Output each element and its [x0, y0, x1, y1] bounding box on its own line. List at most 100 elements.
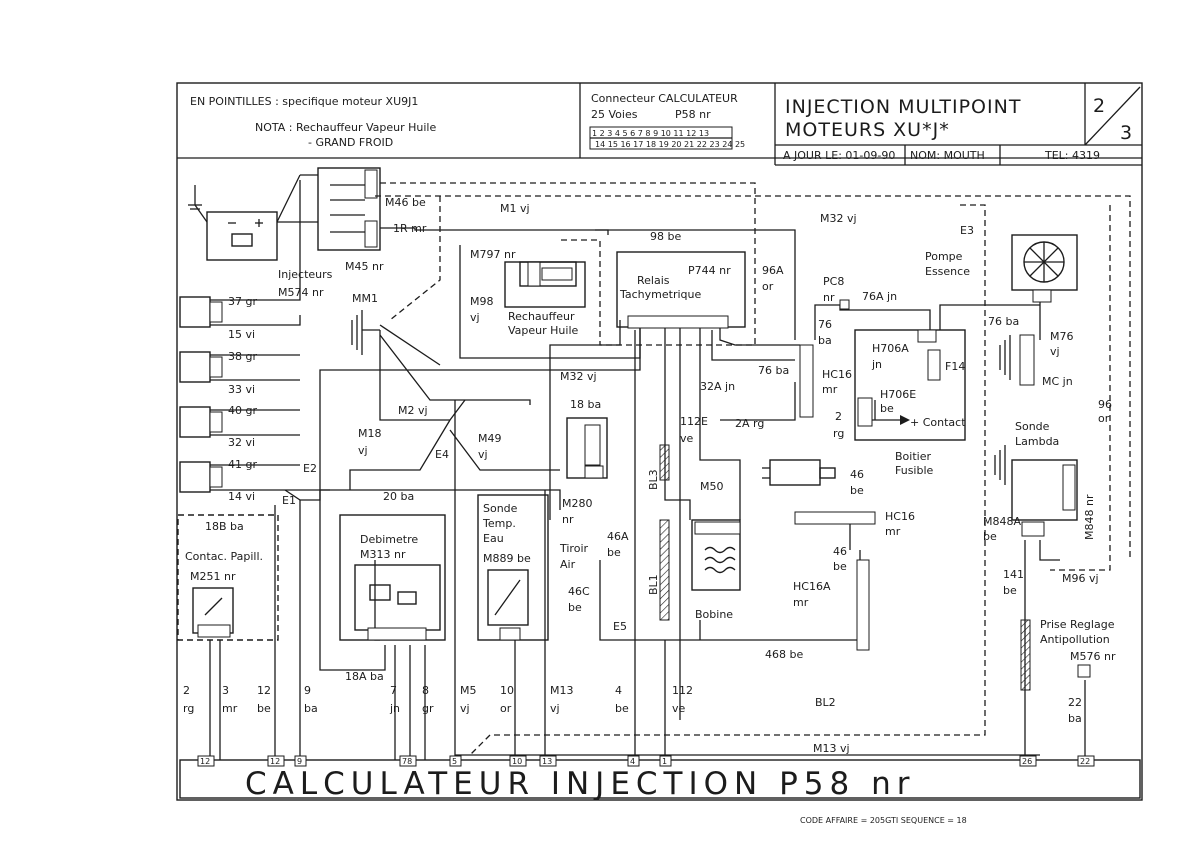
label-relais: Relais	[637, 274, 670, 287]
label-h706a-color: jn	[871, 358, 882, 371]
label-m32-mid: M32 vj	[560, 370, 597, 383]
label-rechauffeur-1: Rechauffeur	[508, 310, 575, 323]
label-96a: 96A	[762, 264, 784, 277]
label-h706a: H706A	[872, 342, 909, 355]
bottom-wire-color: jn	[389, 702, 400, 715]
label-m889: M889 be	[483, 552, 531, 565]
label-debimetre: Debimetre	[360, 533, 418, 546]
label-m49: M49	[478, 432, 502, 445]
connector-row-2: 14 15 16 17 18 19 20 21 22 23 24 25	[595, 140, 745, 149]
label-46a-color: be	[607, 546, 621, 559]
label-76-ba: 76 ba	[758, 364, 789, 377]
label-injecteurs: Injecteurs	[278, 268, 333, 281]
label-m49-color: vj	[478, 448, 488, 461]
ecu-pin-label: 4	[630, 757, 635, 766]
label-boitier: Boitier	[895, 450, 931, 463]
label-sonde-temp-2: Temp.	[482, 517, 516, 530]
label-e5: E5	[613, 620, 627, 633]
bottom-wire-number: 7	[390, 684, 397, 697]
connector-title: Connecteur CALCULATEUR	[591, 92, 738, 105]
code-affaire: CODE AFFAIRE = 205GTI SEQUENCE = 18	[800, 816, 967, 825]
label-f14: F14	[945, 360, 965, 373]
label-2: 2	[835, 410, 842, 423]
ecu-pin-label: 12	[200, 757, 210, 766]
bottom-wire-color: rg	[183, 702, 194, 715]
label-m50: M50	[700, 480, 724, 493]
ecu-pin-label: 12	[270, 757, 280, 766]
label-m18: M18	[358, 427, 382, 440]
injector-1	[179, 296, 223, 328]
label-sonde-lambda-1: Sonde	[1015, 420, 1050, 433]
label-m280: M280	[562, 497, 593, 510]
label-m280-color: nr	[562, 513, 574, 526]
label-76-ba-pump: 76 ba	[988, 315, 1019, 328]
ecu-pin	[659, 755, 672, 767]
note-line-2: NOTA : Rechauffeur Vapeur Huile	[255, 121, 436, 134]
revision-date: A JOUR LE: 01-09-90	[783, 149, 895, 162]
ecu-pin-label: 26	[1022, 757, 1032, 766]
label-18a: 18A ba	[345, 670, 384, 683]
label-m46: M46 be	[385, 196, 426, 209]
label-e3: E3	[960, 224, 974, 237]
bottom-wire-number: 12	[257, 684, 271, 697]
label-112e-color: ve	[680, 432, 694, 445]
bottom-wire-number: M5	[460, 684, 477, 697]
bottom-wire-color: ba	[304, 702, 318, 715]
label-hc16-color: mr	[822, 383, 838, 396]
label-m576: M576 nr	[1070, 650, 1116, 663]
label-pompe: Pompe	[925, 250, 963, 263]
bottom-wire-number: 4	[615, 684, 622, 697]
label-w41: 41 gr	[228, 458, 257, 471]
page-number: 2	[1093, 95, 1106, 117]
label-sonde-temp-1: Sonde	[483, 502, 518, 515]
shielding-bl1	[659, 519, 670, 621]
label-rechauffeur-2: Vapeur Huile	[508, 324, 579, 337]
connector-row-1: 1 2 3 4 5 6 7 8 9 10 11 12 13	[592, 129, 709, 138]
label-w40: 40 gr	[228, 404, 257, 417]
label-22-color: ba	[1068, 712, 1082, 725]
label-m45: M45 nr	[345, 260, 384, 273]
bottom-wire-number: 2	[183, 684, 190, 697]
label-mm1: MM1	[352, 292, 378, 305]
label-hc16a-color: mr	[793, 596, 809, 609]
label-m848a: M848A	[983, 515, 1021, 528]
idle-actuator-icon	[762, 459, 836, 486]
label-w32: 32 vi	[228, 436, 255, 449]
label-tiroir: Tiroir	[559, 542, 589, 555]
ecu-pin	[539, 755, 557, 767]
label-112e: 112E	[680, 415, 708, 428]
label-96: 96	[1098, 398, 1112, 411]
label-w14: 14 vi	[228, 490, 255, 503]
connector-ref: P58 nr	[675, 108, 711, 121]
ecu-pin-label: 5	[452, 757, 457, 766]
bottom-wire-number: 9	[304, 684, 311, 697]
ecu-pin	[399, 755, 417, 767]
label-46-b-color: be	[833, 560, 847, 573]
shielding-antipollution	[1020, 619, 1031, 691]
bottom-wire-number: 112	[672, 684, 693, 697]
label-m313: M313 nr	[360, 548, 406, 561]
bottom-wire-color: be	[257, 702, 271, 715]
sheet-frame	[176, 82, 1143, 801]
label-m848: M848 nr	[1083, 494, 1096, 540]
ecu-pin-label: 1	[662, 757, 667, 766]
label-e2: E2	[303, 462, 317, 475]
label-hc16: HC16	[822, 368, 852, 381]
label-bl3: BL3	[647, 469, 660, 490]
ecu-pin	[1019, 755, 1037, 767]
label-contact: + Contact	[910, 416, 966, 429]
ecu-pin	[509, 755, 527, 767]
ecu-title: CALCULATEUR INJECTION P58 nr	[245, 766, 915, 802]
label-46c: 46C	[568, 585, 590, 598]
label-h706e: H706E	[880, 388, 916, 401]
ground-mm1-icon	[351, 310, 380, 355]
label-20-ba: 20 ba	[383, 490, 414, 503]
label-bl2: BL2	[815, 696, 836, 709]
ecu-pin	[267, 755, 285, 767]
label-h706e-color: be	[880, 402, 894, 415]
label-141-color: be	[1003, 584, 1017, 597]
label-96-color: or	[1098, 412, 1110, 425]
label-2-color: rg	[833, 427, 844, 440]
ecu-pin-label: 10	[512, 757, 522, 766]
